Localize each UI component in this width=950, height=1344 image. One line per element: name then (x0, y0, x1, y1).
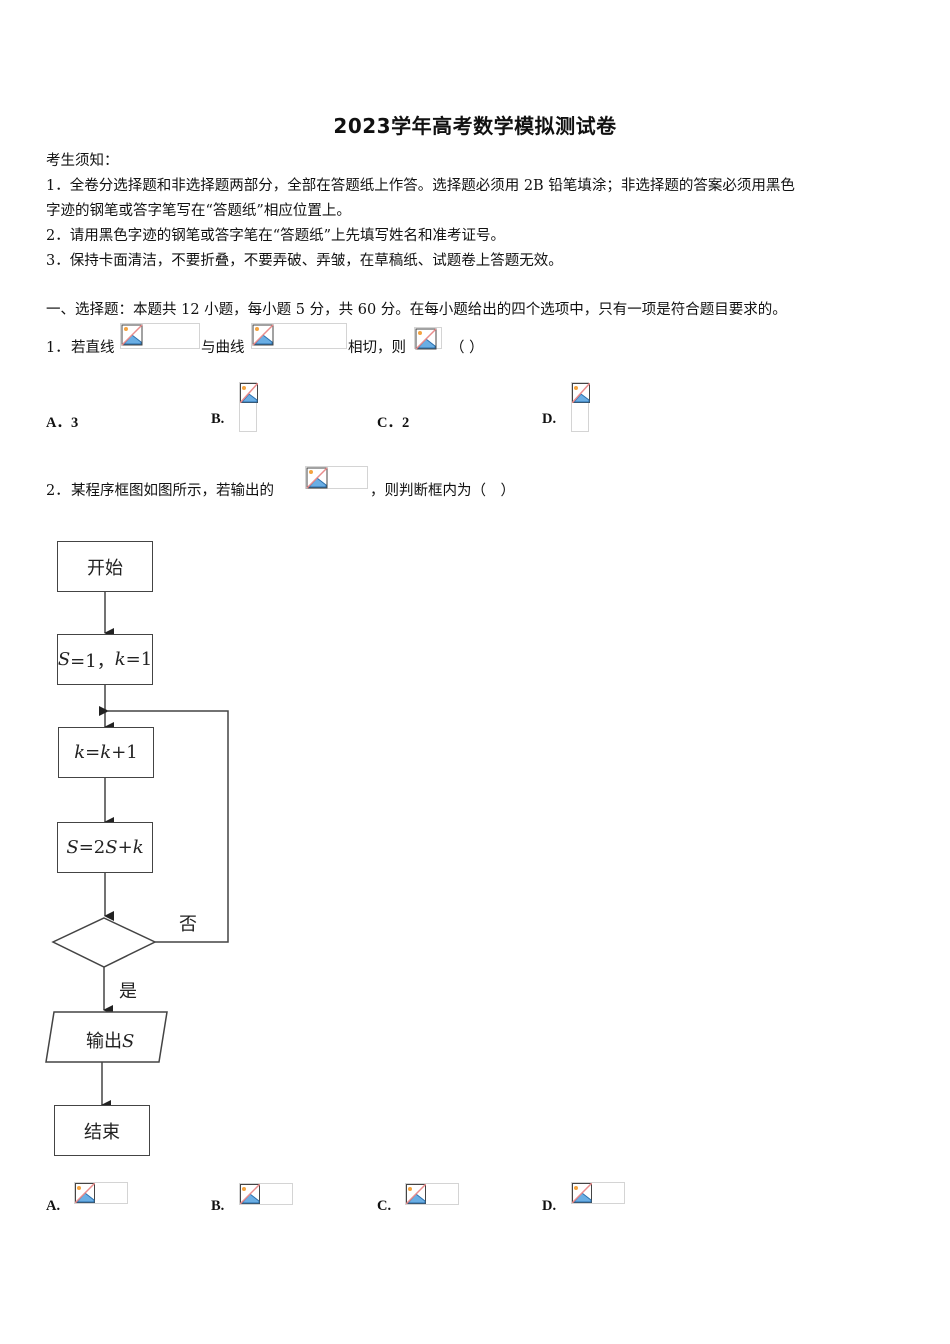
broken-image-icon (121, 324, 143, 346)
q2-text-part1: 某程序框图如图所示，若输出的 (71, 483, 274, 499)
q1-option-a[interactable]: A．3 (46, 411, 78, 432)
option-label: A． (46, 415, 71, 431)
eq-two: =2 (78, 837, 106, 858)
q1-option-b[interactable]: B. (211, 411, 225, 427)
var-s: S (122, 1031, 135, 1052)
option-label: C． (377, 415, 402, 431)
q2-option-c-image (405, 1183, 459, 1205)
q1-number: 1． (46, 340, 70, 356)
var-s: S (66, 837, 79, 858)
q2-output-value-image (305, 466, 368, 489)
var-k: k (100, 742, 112, 763)
notice-heading: 考生须知： (46, 153, 119, 169)
q1-text-part3: 相切，则 (348, 340, 406, 356)
q1-option-d-image (571, 382, 590, 432)
q1-line-equation-image (120, 323, 200, 349)
var-k: k (132, 837, 144, 858)
page-title: 2023学年高考数学模拟测试卷 (333, 114, 617, 138)
init-mid: =1， (70, 650, 115, 672)
q1-option-d[interactable]: D. (542, 411, 557, 427)
notice-item-3: 3．保持卡面清洁，不要折叠，不要弄破、弄皱，在草稿纸、试题卷上答题无效。 (46, 253, 563, 269)
q1-option-c[interactable]: C．2 (377, 411, 409, 432)
flowchart-init: S=1，k=1 (57, 634, 153, 685)
q2-option-c[interactable]: C. (377, 1198, 392, 1214)
q2-option-b-image (239, 1183, 293, 1205)
flowchart-end: 结束 (54, 1105, 150, 1156)
q2-option-a-image (74, 1182, 128, 1204)
flowchart-no-label: 否 (179, 914, 197, 935)
var-s: S (57, 649, 71, 670)
q2-option-a[interactable]: A. (46, 1198, 61, 1214)
plus-one: +1 (111, 742, 138, 763)
q1-option-b-image (239, 382, 258, 432)
q2-option-d-image (571, 1182, 625, 1204)
q2-text-part2: ，则判断框内为（ ） (370, 483, 515, 499)
option-value: 3 (70, 415, 79, 431)
init-end: =1 (125, 649, 153, 670)
q2-number: 2． (46, 483, 70, 499)
flowchart-increment-k: k=k+1 (58, 727, 154, 778)
var-k: k (114, 649, 126, 670)
flowchart-yes-label: 是 (119, 981, 137, 1002)
output-text: 输出 (86, 1031, 122, 1052)
q2-option-d[interactable]: D. (542, 1198, 557, 1214)
flowchart-start: 开始 (57, 541, 153, 592)
notice-item-1-cont: 字迹的钢笔或答字笔写在“答题纸”相应位置上。 (46, 203, 351, 219)
plus: + (117, 837, 133, 858)
broken-image-icon (240, 1184, 260, 1204)
q1-curve-equation-image (251, 323, 347, 349)
broken-image-icon (75, 1183, 95, 1203)
var-s: S (105, 837, 118, 858)
q1-text-part2: 与曲线 (201, 340, 245, 356)
notice-item-1: 1．全卷分选择题和非选择题两部分，全部在答题纸上作答。选择题必须用 2B 铅笔填… (46, 178, 795, 194)
flowchart-output: 输出S (86, 1027, 134, 1053)
q1-text-part1: 若直线 (71, 340, 115, 356)
broken-image-icon (572, 383, 590, 403)
broken-image-icon (252, 324, 274, 346)
broken-image-icon (306, 467, 328, 489)
q1-unknown-image (414, 327, 442, 350)
section-heading: 一、选择题：本题共 12 小题，每小题 5 分，共 60 分。在每小题给出的四个… (46, 302, 787, 318)
broken-image-icon (572, 1183, 592, 1203)
broken-image-icon (406, 1184, 426, 1204)
notice-item-2: 2．请用黑色字迹的钢笔或答字笔在“答题纸”上先填写姓名和准考证号。 (46, 228, 506, 244)
broken-image-icon (240, 383, 258, 403)
broken-image-icon (415, 328, 437, 350)
option-value: 2 (401, 415, 410, 431)
eq: = (85, 742, 101, 763)
q1-paren: （ ） (450, 340, 484, 356)
var-k: k (74, 742, 86, 763)
q2-option-b[interactable]: B. (211, 1198, 225, 1214)
